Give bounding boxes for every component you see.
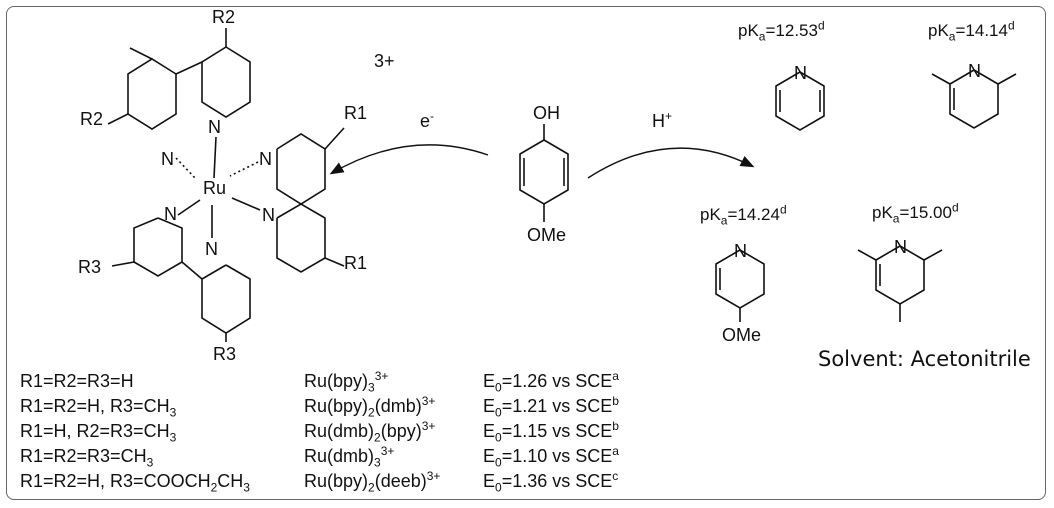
- n-atom-label: N: [164, 204, 177, 224]
- substituent-row-5: R1=R2=H, R3=COOCH2CH3: [20, 471, 250, 495]
- pka-collidine: pKa=15.00d: [872, 200, 959, 226]
- lutidine-n-label: N: [968, 61, 981, 81]
- potential-row-5: E0=1.36 vs SCEc: [483, 469, 619, 495]
- top-right-pyridine-ring: [201, 46, 251, 118]
- solvent-label: Solvent: Acetonitrile: [818, 347, 1031, 371]
- r1-top-label: R1: [344, 103, 368, 123]
- substituent-row-4: R1=R2=R3=CH3: [20, 446, 154, 470]
- r2-top-label: R2: [212, 7, 236, 27]
- n-atom-label: N: [208, 117, 221, 137]
- phenol-ring: [519, 139, 569, 205]
- top-left-pyridine-ring: [127, 58, 177, 130]
- complex-row-4: Ru(dmb)33+: [304, 444, 395, 470]
- r2-left-label: R2: [80, 109, 104, 129]
- n-atom-label: N: [262, 205, 275, 225]
- pka-pyridine: pKa=12.53d: [738, 18, 825, 44]
- potential-row-3: E0=1.15 vs SCEb: [483, 419, 619, 445]
- complex-row-3: Ru(dmb)2(bpy)3+: [304, 419, 436, 445]
- potential-row-1: E0=1.26 vs SCEa: [483, 369, 619, 395]
- r3-left-label: R3: [78, 257, 102, 277]
- n-atom-label: N: [205, 239, 218, 259]
- pka-lutidine: pKa=14.14d: [928, 18, 1015, 44]
- hydroxyl-label: OH: [533, 103, 560, 123]
- base-structures: [715, 69, 1017, 322]
- ru-complex-bonds: [107, 28, 345, 342]
- r1-bottom-label: R1: [344, 253, 368, 273]
- substituent-row-3: R1=H, R2=R3=CH3: [20, 421, 177, 445]
- potential-row-4: E0=1.10 vs SCEa: [483, 444, 619, 470]
- substituent-row-1: R1=R2=R3=H: [20, 371, 134, 391]
- n-atom-label: N: [161, 149, 174, 169]
- pyridine-n-label: N: [794, 63, 807, 83]
- pka-methoxypyridine: pKa=14.24d: [700, 202, 787, 228]
- right-lower-pyridine-ring: [276, 203, 326, 273]
- complex-row-5: Ru(bpy)2(deeb)3+: [304, 469, 441, 495]
- pyridine-ring: [775, 71, 825, 131]
- collidine-n-label: N: [894, 237, 907, 257]
- electron-label: e-: [420, 109, 435, 131]
- bottom-pyridine-ring: [201, 264, 251, 334]
- n-atom-label: N: [259, 149, 272, 169]
- complex-row-2: Ru(bpy)2(dmb)3+: [304, 394, 436, 420]
- methoxypyridine-n-label: N: [734, 241, 747, 261]
- charge-label: 3+: [374, 51, 395, 71]
- potential-row-2: E0=1.21 vs SCEb: [483, 394, 619, 420]
- proton-transfer-arrow: [587, 147, 755, 179]
- methoxy-label: OMe: [527, 225, 567, 245]
- figure-frame: [6, 6, 1046, 500]
- right-upper-pyridine-ring: [276, 133, 326, 205]
- r3-bottom-label: R3: [213, 344, 237, 364]
- complex-row-1: Ru(bpy)33+: [304, 369, 389, 395]
- electron-transfer-arrow: [329, 144, 489, 175]
- substituent-row-2: R1=R2=H, R3=CH3: [20, 396, 177, 420]
- left-lower-pyridine-ring: [133, 217, 183, 277]
- methoxyphenol-bonds: [519, 124, 569, 222]
- methoxypyridine-ome-label: OMe: [722, 325, 762, 345]
- proton-label: H+: [652, 109, 673, 131]
- ru-atom-label: Ru: [203, 178, 227, 198]
